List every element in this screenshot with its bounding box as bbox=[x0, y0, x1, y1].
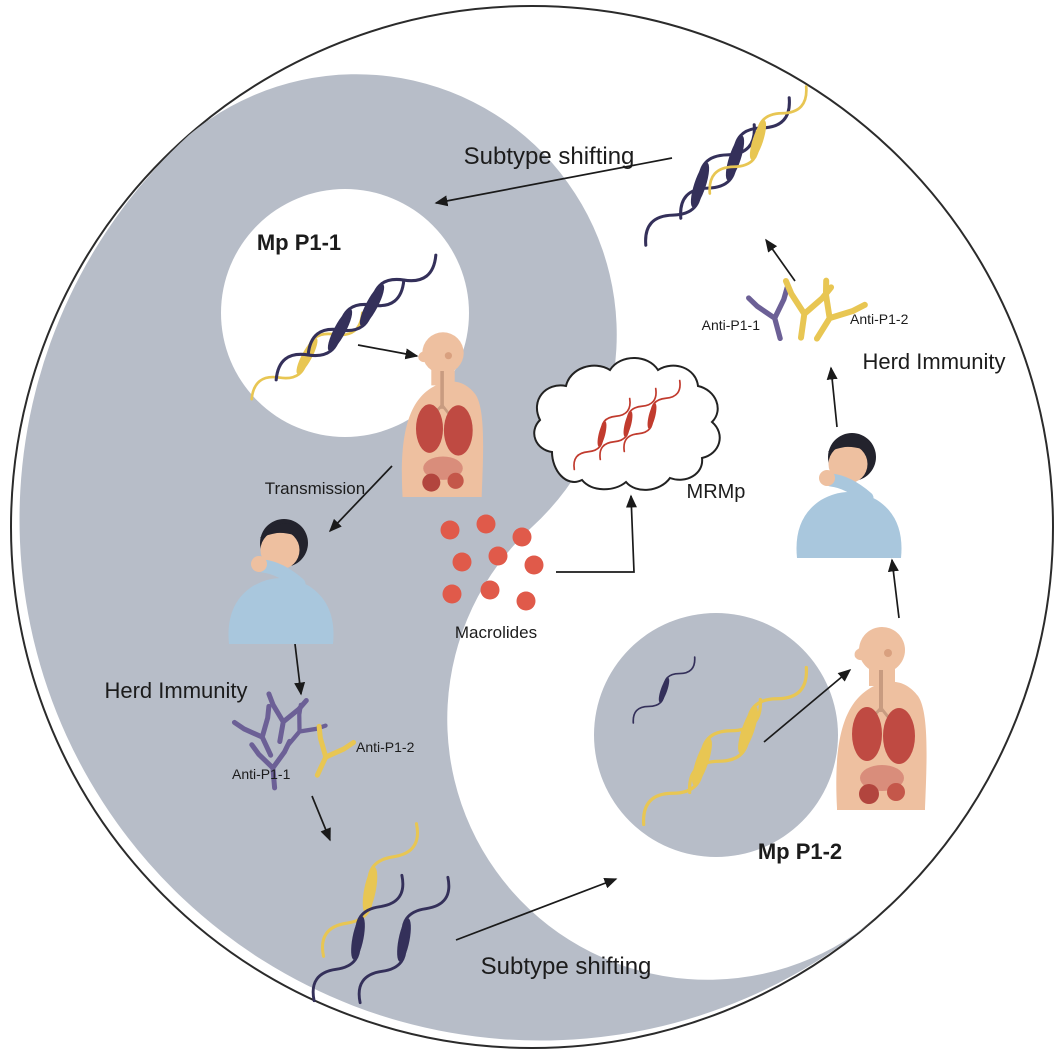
arrow-cougher-to-antibodies-left bbox=[294, 643, 306, 696]
arrow-antibodies-to-bacteria-right bbox=[765, 238, 796, 282]
macrolide-dot-icon bbox=[442, 584, 462, 604]
arrow-subtype-shifting-top bbox=[434, 157, 673, 207]
label-transmission: Transmission bbox=[265, 479, 365, 498]
arrow-antibodies-to-bacteria-left bbox=[311, 795, 331, 842]
label-anti-p1-2-left: Anti-P1-2 bbox=[356, 739, 415, 755]
label-anti-p1-1-left: Anti-P1-1 bbox=[232, 766, 291, 782]
arrow-cougher-to-antibodies-right bbox=[826, 366, 838, 428]
arrow-p11-bacteria-to-person bbox=[357, 344, 419, 360]
arrow-transmission bbox=[328, 465, 393, 533]
label-herd-immunity-right: Herd Immunity bbox=[862, 349, 1005, 374]
arrows bbox=[294, 157, 900, 941]
mrmp-cloud bbox=[533, 357, 721, 491]
label-herd-immunity-left: Herd Immunity bbox=[104, 678, 247, 703]
label-mp-p1-1: Mp P1-1 bbox=[257, 230, 341, 255]
label-mrmp: MRMp bbox=[687, 481, 746, 503]
arrow-subtype-shifting-bottom bbox=[455, 877, 618, 941]
macrolide-dot-icon bbox=[516, 591, 536, 611]
macrolide-dot-icon bbox=[440, 520, 460, 540]
macrolide-dot-icon bbox=[452, 552, 472, 572]
macrolide-dot-icon bbox=[512, 527, 532, 547]
label-macrolides: Macrolides bbox=[455, 623, 537, 642]
macrolide-dot-icon bbox=[524, 555, 544, 575]
arrow-person-to-cougher-right bbox=[887, 558, 900, 619]
label-anti-p1-2-right: Anti-P1-2 bbox=[850, 311, 909, 327]
macrolide-dot-icon bbox=[488, 546, 508, 566]
macrolide-dots bbox=[440, 514, 544, 611]
label-subtype-shifting-bottom: Subtype shifting bbox=[481, 953, 652, 980]
label-anti-p1-1-right: Anti-P1-1 bbox=[702, 317, 761, 333]
arrow-p12-bacteria-to-person bbox=[763, 669, 852, 743]
label-mp-p1-2: Mp P1-2 bbox=[758, 839, 842, 864]
arrow-macrolides-to-cloud bbox=[556, 494, 637, 573]
macrolide-dot-icon bbox=[480, 580, 500, 600]
label-subtype-shifting-top: Subtype shifting bbox=[464, 143, 635, 170]
macrolide-dot-icon bbox=[476, 514, 496, 534]
